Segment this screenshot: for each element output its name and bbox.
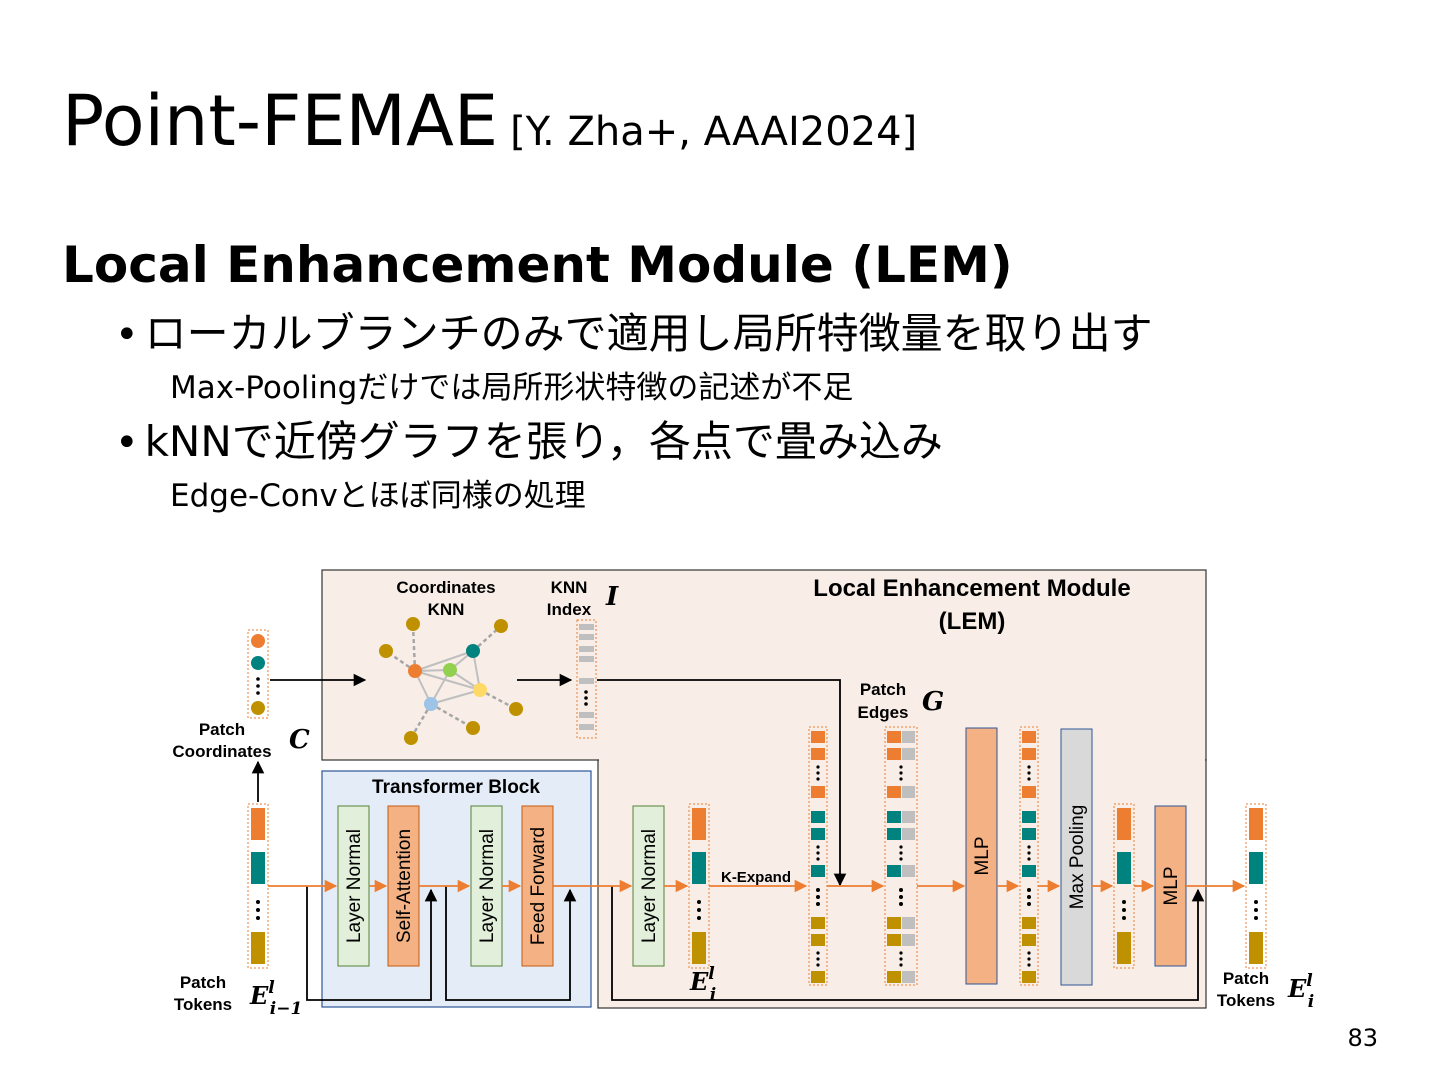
self-attention-label: Self-Attention [394, 829, 415, 943]
knn-index-label-2: Index [547, 600, 592, 619]
layer-normal-1-label: Layer Normal [344, 829, 365, 943]
slide-title: Point-FEMAE[Y. Zha+, AAAI2024] [62, 80, 917, 162]
knn-index-label-1: KNN [551, 578, 588, 597]
patch-coordinates-label-1: Patch [199, 720, 245, 739]
coordinates-knn-label-2: KNN [428, 600, 465, 619]
patch-coordinates-column [247, 629, 269, 719]
output-tokens-column [1245, 803, 1267, 969]
max-pooling-label: Max Pooling [1067, 805, 1088, 910]
coordinates-knn-label-1: Coordinates [396, 578, 495, 597]
input-tokens-label-1: Patch [180, 973, 226, 992]
layer-normal-3 [632, 805, 665, 967]
patch-coordinates-label-2: Coordinates [172, 742, 271, 761]
coordinates-symbol: C [289, 725, 310, 755]
normalized-tokens-column [688, 803, 710, 969]
mlp-1 [965, 727, 998, 985]
patch-edges-label-2: Edges [857, 703, 908, 722]
bullet-1-text: ローカルブランチのみで適用し局所特徴量を取り出す [144, 309, 1153, 358]
mlp-1-label: MLP [972, 836, 993, 875]
edges-symbol: G [922, 687, 944, 717]
input-tokens-label-2: Tokens [174, 995, 232, 1014]
self-attention [387, 805, 420, 967]
output-tokens-label-1: Patch [1223, 969, 1269, 988]
patch-edges-column [884, 726, 918, 986]
title-main: Point-FEMAE [62, 80, 499, 162]
layer-normal-2 [470, 805, 503, 967]
patch-edges-label-1: Patch [860, 680, 906, 699]
knn-index-symbol: I [605, 582, 619, 612]
lem-title-1: Local Enhancement Module [813, 575, 1130, 602]
mlp-2 [1154, 805, 1187, 967]
bullet-2-sub: Edge-Convとほぼ同様の処理 [170, 478, 586, 514]
mlp-2-label: MLP [1161, 866, 1182, 905]
max-pooling [1060, 728, 1093, 986]
feed-forward [521, 805, 554, 967]
input-tokens-column [247, 803, 269, 969]
page-number: 83 [1347, 1024, 1378, 1052]
bullet-1: •ローカルブランチのみで適用し局所特徴量を取り出す [115, 300, 1153, 361]
layer-normal-2-label: Layer Normal [477, 829, 498, 943]
bullet-dot: • [115, 312, 139, 358]
lem-title-2: (LEM) [939, 608, 1006, 635]
knn-index-column [576, 619, 597, 739]
bullet-1-sub: Max-Poolingだけでは局所形状特徴の記述が不足 [170, 370, 854, 406]
pooled-tokens-column [1113, 803, 1135, 969]
k-expand-label: K-Expand [721, 869, 791, 886]
knn-graph [379, 617, 523, 745]
layer-normal-1 [337, 805, 370, 967]
feed-forward-label: Feed Forward [528, 827, 549, 945]
expanded-tokens-column [808, 726, 828, 986]
output-tokens-label-2: Tokens [1217, 991, 1275, 1010]
section-heading: Local Enhancement Module (LEM) [62, 236, 1013, 294]
bullet-2-text: kNNで近傍グラフを張り，各点で畳み込み [144, 417, 943, 466]
mlp-features-column [1019, 726, 1039, 986]
transformer-block-title: Transformer Block [372, 777, 540, 798]
black-connectors [251, 673, 1205, 1001]
layer-normal-3-label: Layer Normal [639, 829, 660, 943]
bullet-2: •kNNで近傍グラフを張り，各点で畳み込み [115, 408, 943, 469]
bullet-dot: • [115, 420, 139, 466]
title-citation: [Y. Zha+, AAAI2024] [510, 109, 918, 155]
